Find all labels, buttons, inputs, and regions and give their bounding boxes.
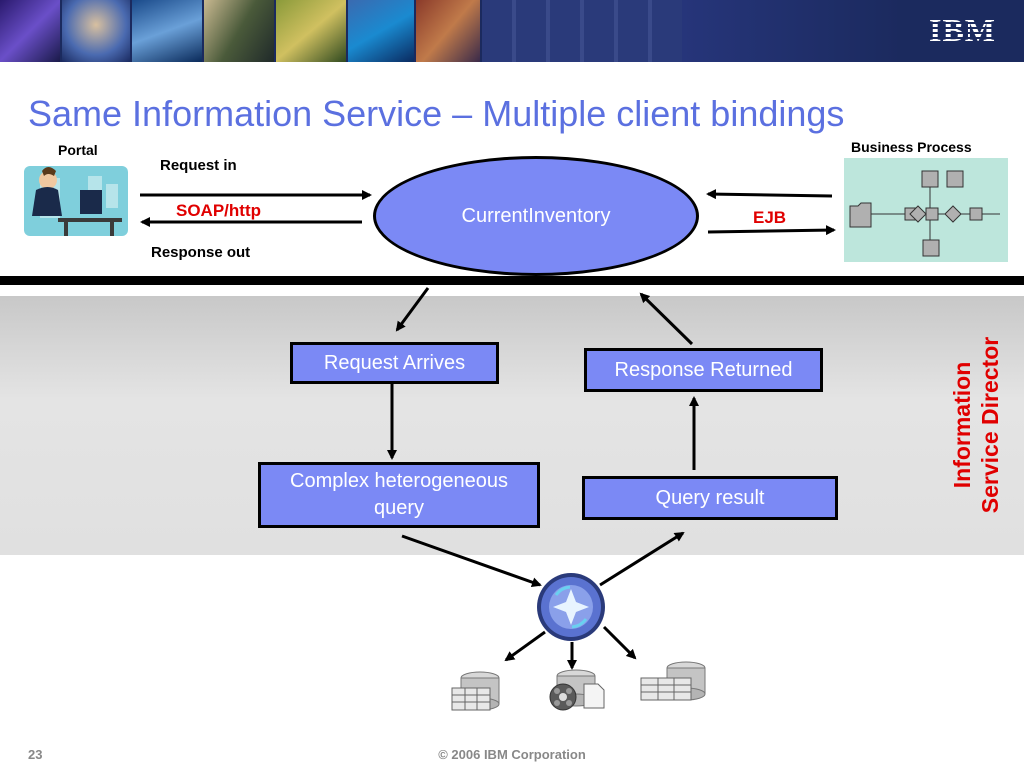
database-media-icon [549, 669, 605, 711]
banner-image [132, 0, 202, 62]
service-director-line2: Service Director [977, 337, 1003, 513]
banner-image [276, 0, 346, 62]
ibm-logo: IBM [929, 12, 996, 48]
portal-illustration [24, 166, 128, 236]
banner-image [482, 0, 682, 62]
copyright: © 2006 IBM Corporation [438, 747, 586, 762]
request-in-label: Request in [160, 157, 237, 174]
service-director-line1: Information [949, 362, 975, 489]
banner-image [0, 0, 60, 62]
header-banner: IBM [0, 0, 1024, 62]
soap-label: SOAP/http [176, 201, 261, 220]
banner-image [682, 0, 902, 62]
federation-hub-icon [537, 573, 605, 641]
banner-image [348, 0, 414, 62]
complex-query-box: Complex heterogeneous query [258, 462, 540, 528]
ejb-label: EJB [753, 208, 787, 227]
page-number: 23 [28, 747, 43, 762]
ejb-in-arrow [706, 189, 833, 200]
business-process-label: Business Process [851, 139, 972, 155]
database-table-icon [640, 661, 706, 701]
response-returned-box: Response Returned [584, 348, 823, 392]
service-director-label: Information Service Director [949, 337, 1003, 513]
banner-image [204, 0, 274, 62]
response-out-label: Response out [151, 244, 251, 261]
current-inventory-service: CurrentInventory [373, 156, 699, 276]
ejb-out-arrow [707, 225, 836, 236]
query-result-box: Query result [582, 476, 838, 520]
page-title: Same Information Service – Multiple clie… [28, 93, 845, 134]
divider-bar [0, 276, 1024, 285]
hub-to-db3-arrow [602, 625, 637, 660]
hub-to-db1-arrow [504, 630, 546, 662]
request-arrives-box: Request Arrives [290, 342, 499, 384]
portal-label: Portal [58, 142, 98, 158]
banner-image [62, 0, 130, 62]
banner-image [416, 0, 480, 62]
database-table-icon [451, 671, 500, 711]
